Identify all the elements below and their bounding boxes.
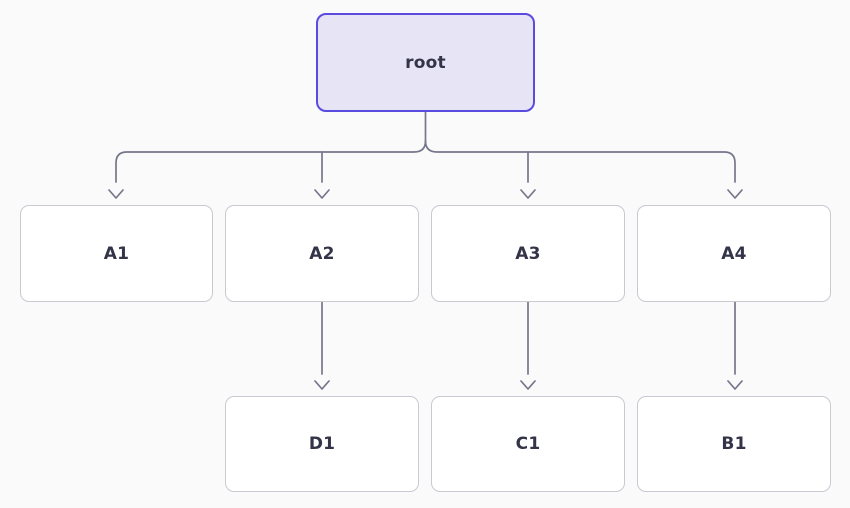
arrowhead-a1 bbox=[108, 189, 124, 199]
arrowhead-b1 bbox=[727, 380, 743, 390]
arrowhead-d1 bbox=[314, 380, 330, 390]
arrowhead-c1 bbox=[520, 380, 536, 390]
node-c1[interactable]: C1 bbox=[431, 396, 625, 492]
node-label: A4 bbox=[721, 243, 747, 264]
node-label: root bbox=[405, 52, 446, 73]
node-d1[interactable]: D1 bbox=[225, 396, 419, 492]
node-label: B1 bbox=[721, 434, 747, 454]
node-label: A2 bbox=[309, 243, 335, 264]
node-label: A1 bbox=[103, 243, 130, 264]
node-a1[interactable]: A1 bbox=[20, 205, 213, 302]
node-a4[interactable]: A4 bbox=[637, 205, 831, 302]
node-a3[interactable]: A3 bbox=[431, 205, 625, 302]
node-label: A3 bbox=[515, 243, 541, 264]
node-b1[interactable]: B1 bbox=[637, 396, 831, 492]
arrowhead-a2 bbox=[314, 189, 330, 199]
edge-root-rail-left bbox=[115, 140, 427, 183]
node-label: C1 bbox=[515, 434, 541, 454]
edge-root-rail-right bbox=[424, 140, 736, 183]
arrowhead-a4 bbox=[727, 189, 743, 199]
arrowhead-a3 bbox=[520, 189, 536, 199]
node-root[interactable]: root bbox=[316, 13, 535, 112]
node-label: D1 bbox=[308, 434, 336, 454]
node-a2[interactable]: A2 bbox=[225, 205, 419, 302]
